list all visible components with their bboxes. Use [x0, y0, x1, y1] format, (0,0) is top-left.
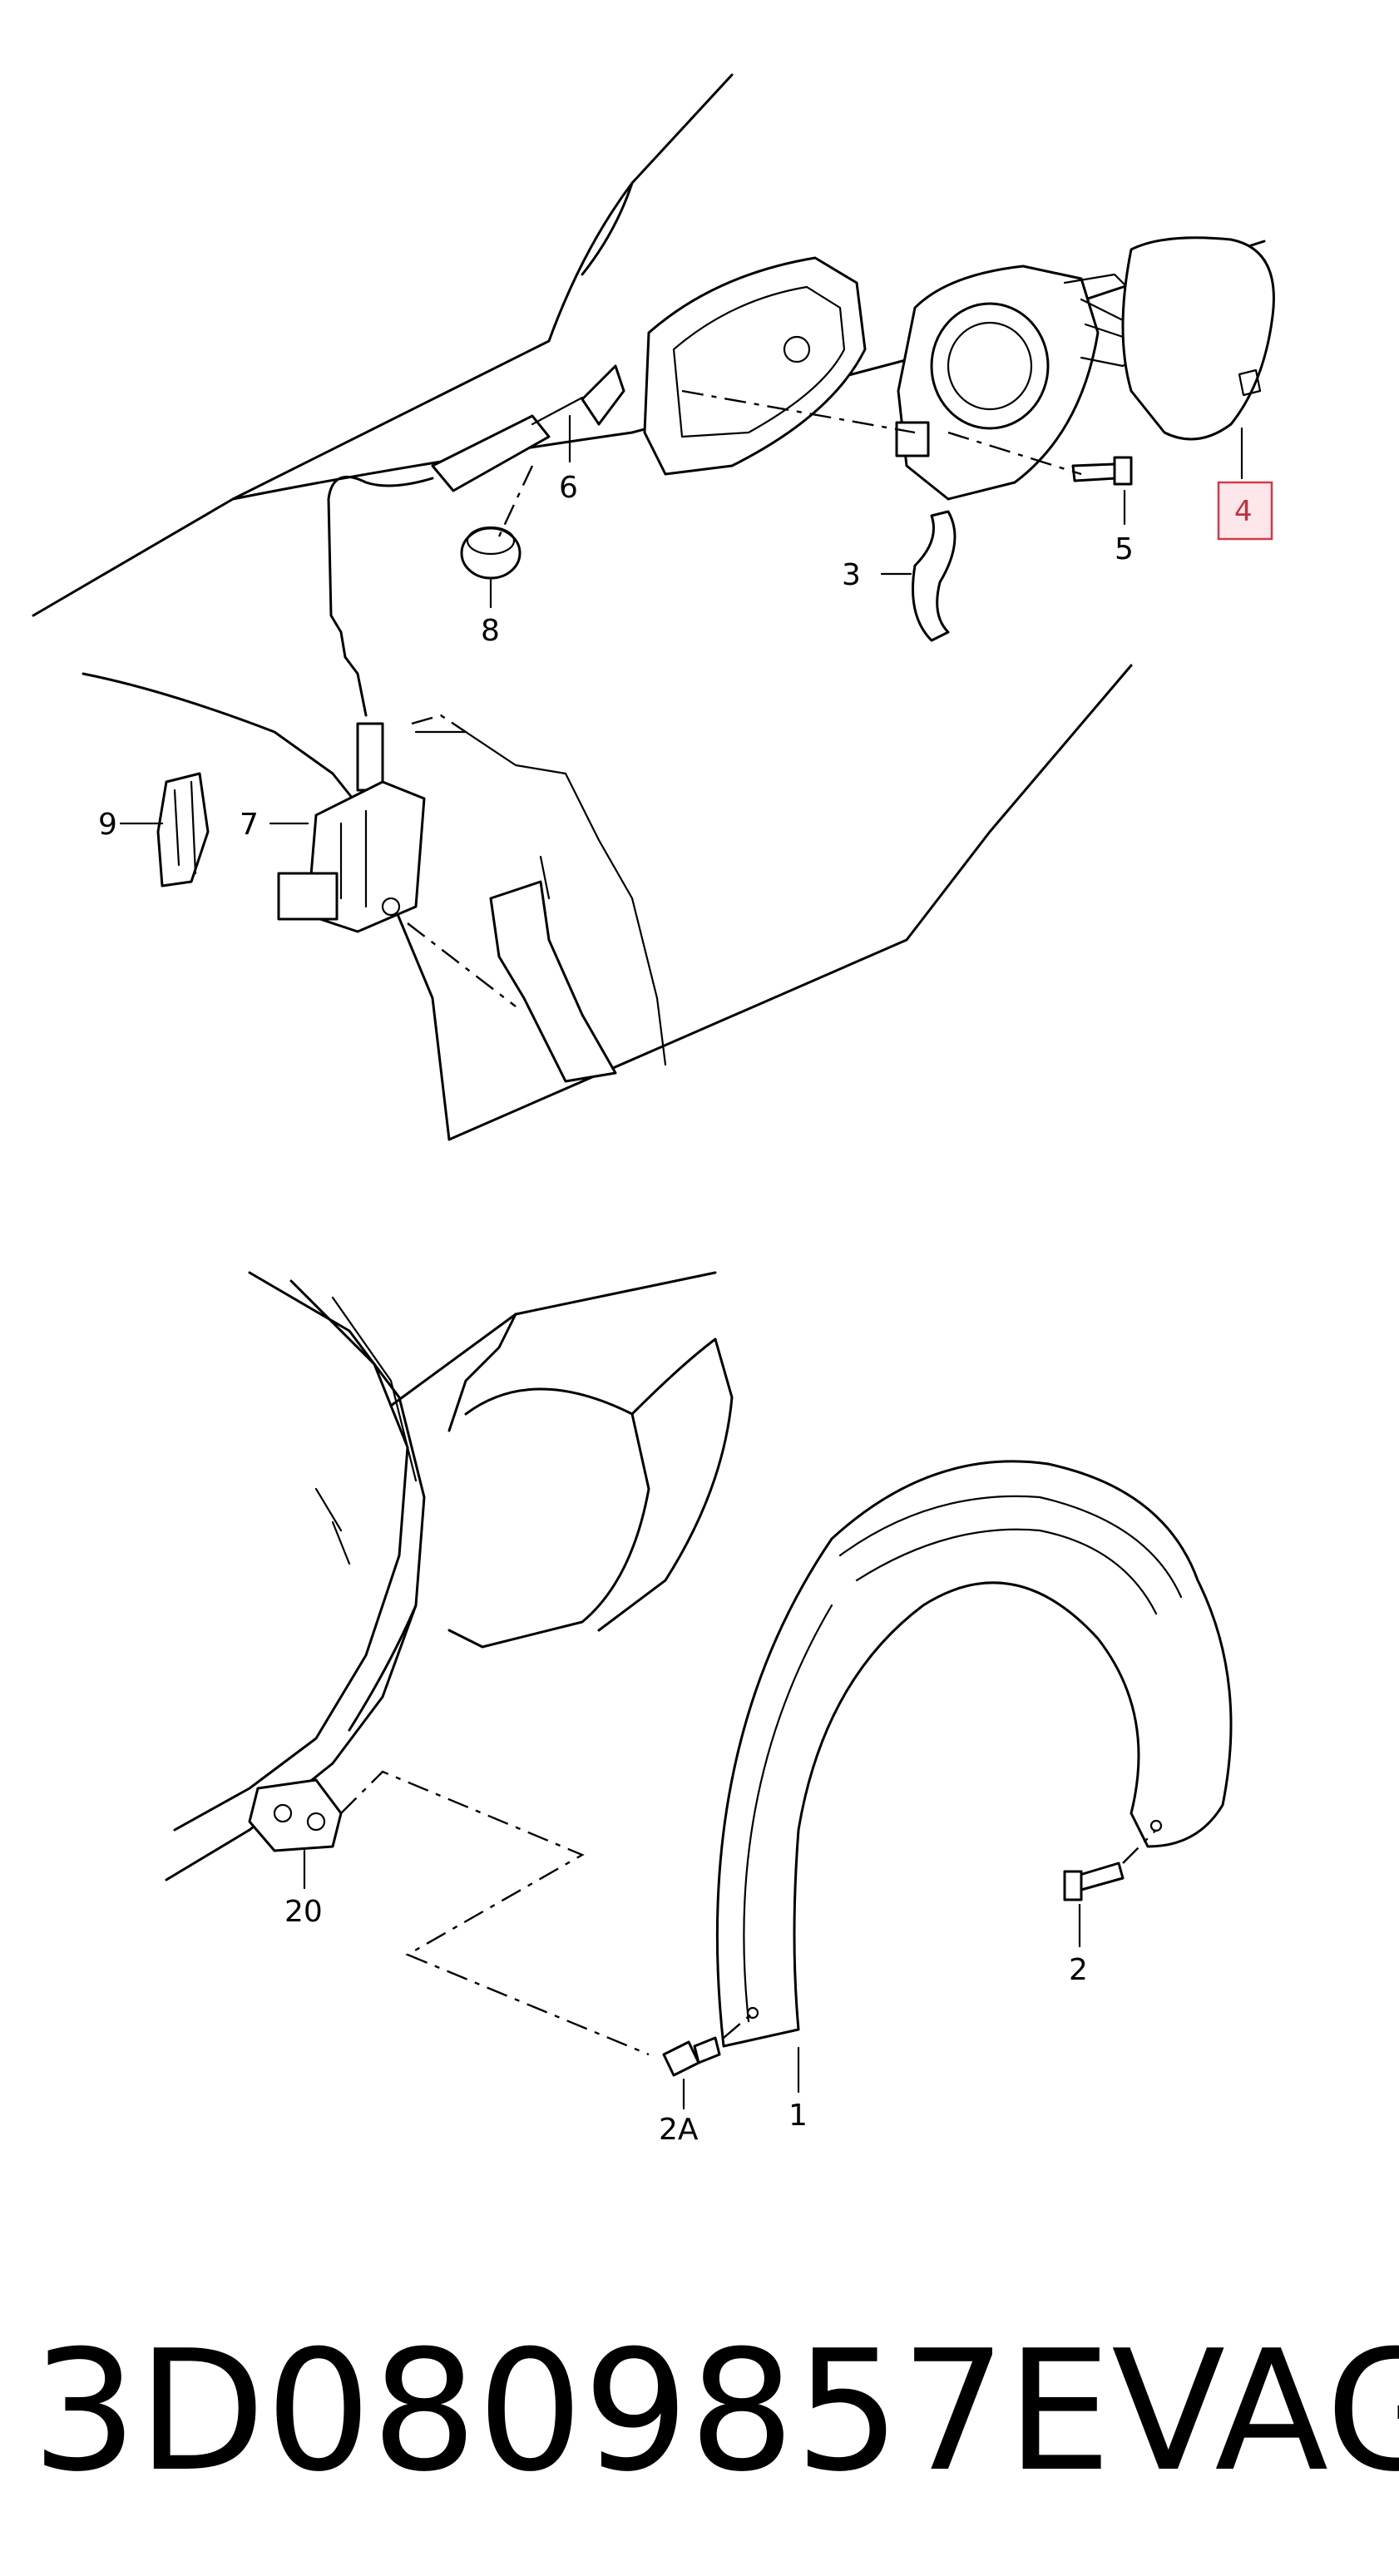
leader-lines-bottom: [303, 1849, 1081, 2110]
parts-diagram: 6 8 3 5 7 9 4: [32, 73, 1275, 2147]
callout-20: 20: [284, 1895, 323, 1929]
rear-body-panel: [32, 73, 1266, 1141]
callout-9: 9: [98, 808, 117, 842]
callout-5: 5: [1115, 532, 1134, 566]
mount-plate: [489, 855, 617, 1083]
clip-2a: [662, 2036, 721, 2077]
fuel-door-housing: [643, 256, 867, 476]
part-number-footer: 3D0809857E VAG: [0, 2279, 1399, 2545]
assembly-lines-bottom: [340, 1770, 1157, 2056]
screw-5: [1071, 456, 1133, 486]
callout-4-highlight: 4: [1217, 481, 1273, 541]
grommet: [460, 526, 522, 580]
callout-8: 8: [481, 614, 500, 648]
release-cable: [327, 364, 625, 717]
bracket-20: [248, 1778, 343, 1852]
wheel-arch-liner: [715, 1460, 1233, 2048]
brand-name: VAG: [1111, 2315, 1399, 2509]
fuel-filler-neck: [895, 265, 1149, 501]
callout-7: 7: [240, 808, 259, 842]
callout-2a: 2A: [659, 2113, 699, 2147]
callout-3: 3: [842, 558, 861, 592]
screw-2: [1063, 1862, 1125, 1901]
callout-1: 1: [788, 2099, 808, 2133]
actuator-bracket: [156, 772, 210, 888]
drain-hose: [912, 510, 957, 642]
callout-6: 6: [559, 471, 578, 505]
rear-quarter-body: [165, 1271, 734, 1881]
leader-lines-top: [119, 414, 1243, 825]
fuel-flap: [1121, 236, 1275, 441]
callout-2: 2: [1069, 1953, 1088, 1987]
callout-4: 4: [1234, 495, 1253, 528]
fuel-door-actuator: [277, 722, 426, 933]
assembly-lines-top: [407, 389, 1082, 1007]
part-number: 3D0809857E: [32, 2315, 1112, 2509]
